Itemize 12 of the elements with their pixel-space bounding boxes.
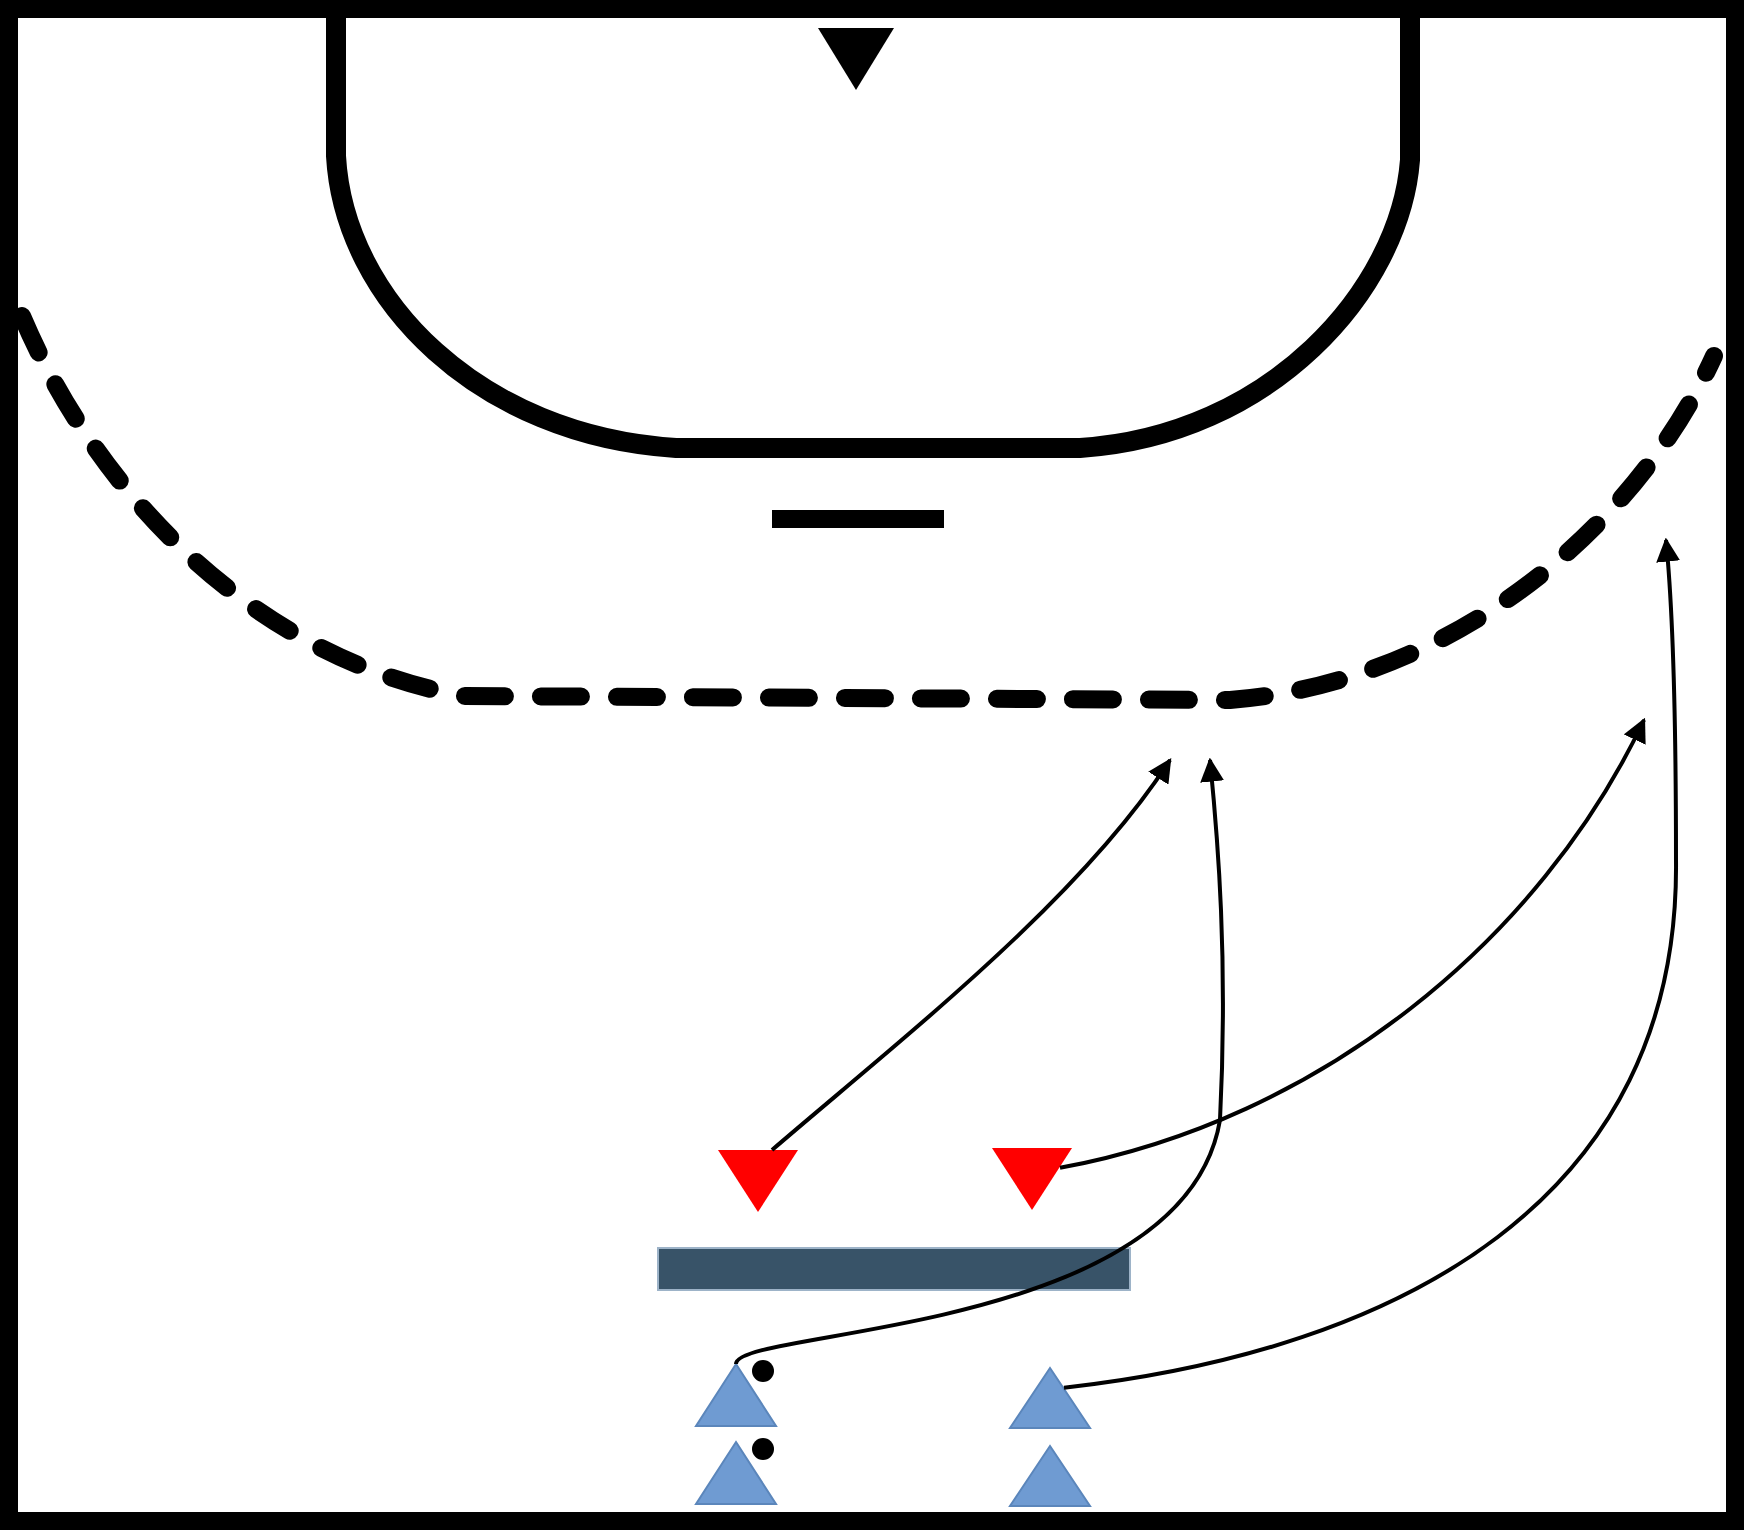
attacker-triangle bbox=[696, 1364, 776, 1426]
goalkeeper-triangle bbox=[818, 28, 894, 90]
obstacle-bar bbox=[658, 1248, 1130, 1290]
movement-arrow bbox=[770, 758, 1172, 1152]
attacker-triangle bbox=[1010, 1446, 1090, 1506]
attacker-triangle bbox=[696, 1442, 776, 1504]
movement-arrow bbox=[1059, 717, 1646, 1170]
defender-triangle bbox=[992, 1148, 1072, 1210]
movement-arrow bbox=[1063, 537, 1680, 1390]
movement-arrow bbox=[734, 757, 1225, 1366]
attacker-triangle bbox=[1010, 1368, 1090, 1428]
defender-triangle bbox=[718, 1150, 798, 1212]
